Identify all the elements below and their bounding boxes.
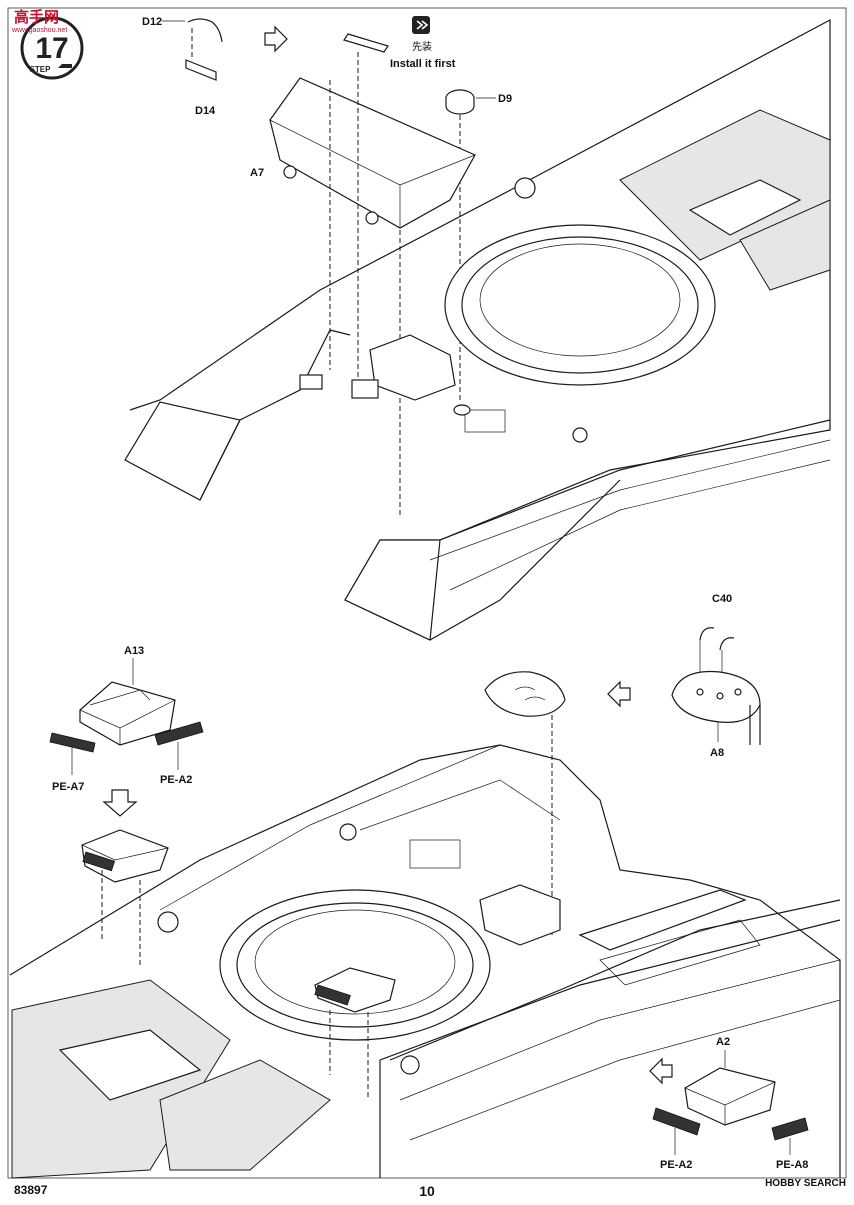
part-pe-a2-bottom: [652, 1107, 701, 1136]
part-a7: [269, 77, 476, 229]
label-d14: D14: [195, 105, 216, 117]
label-d9: D9: [498, 93, 512, 105]
source-brand: HOBBY SEARCH: [765, 1178, 846, 1189]
hull-lower: [9, 744, 841, 1179]
part-a13: [79, 681, 176, 746]
label-d12: D12: [142, 16, 162, 28]
part-d12: [187, 18, 223, 43]
hatch-upper: [369, 334, 456, 401]
notice-english: Install it first: [390, 58, 456, 70]
step-number: 17: [35, 32, 68, 65]
part-a2: [684, 1067, 776, 1126]
label-a7: A7: [250, 167, 264, 179]
arrow-left-icon-lower: [649, 1057, 673, 1085]
part-c40: [699, 627, 735, 651]
engine-grille-lower-2: [159, 1059, 331, 1171]
label-pe-a8: PE-A8: [776, 1159, 808, 1171]
hull-upper: [124, 19, 831, 641]
part-pe-a8: [771, 1117, 809, 1141]
label-pe-a7: PE-A7: [52, 781, 84, 793]
turret-ring-upper: [444, 224, 716, 386]
label-a13: A13: [124, 645, 144, 657]
part-pe-a7: [49, 732, 96, 753]
arrow-right-icon: [264, 25, 288, 53]
watermark-url: www.gaoshou.net: [11, 27, 67, 34]
product-code: 83897: [14, 1183, 48, 1197]
arrow-left-icon-upper: [607, 680, 631, 708]
tank-icon: [58, 64, 72, 68]
turret-ring-lower: [219, 889, 491, 1041]
step-label: STEP: [30, 65, 52, 74]
page-number: 10: [419, 1183, 435, 1199]
part-a8-installed: [484, 671, 566, 717]
step-badge: 17 STEP: [20, 16, 84, 80]
watermark-logo: 高手网: [14, 8, 59, 26]
label-a8: A8: [710, 747, 724, 759]
part-a13-installed: [81, 829, 169, 883]
part-d14: [185, 59, 217, 81]
install-first-icon: [412, 16, 430, 34]
arrow-down-icon: [102, 789, 138, 817]
page-border: [7, 7, 847, 1179]
label-c40: C40: [712, 593, 732, 605]
label-a2: A2: [716, 1036, 730, 1048]
label-pe-a2-bottom: PE-A2: [660, 1159, 692, 1171]
hatch-lower: [479, 884, 561, 946]
engine-grille-upper-1: [619, 109, 831, 261]
notice-chinese: 先装: [412, 40, 432, 53]
part-pe-a2-top: [154, 721, 204, 746]
part-a8: [671, 670, 761, 723]
label-pe-a2-top: PE-A2: [160, 774, 192, 786]
part-small-bracket: [343, 33, 389, 53]
engine-grille-upper-2: [739, 199, 831, 291]
